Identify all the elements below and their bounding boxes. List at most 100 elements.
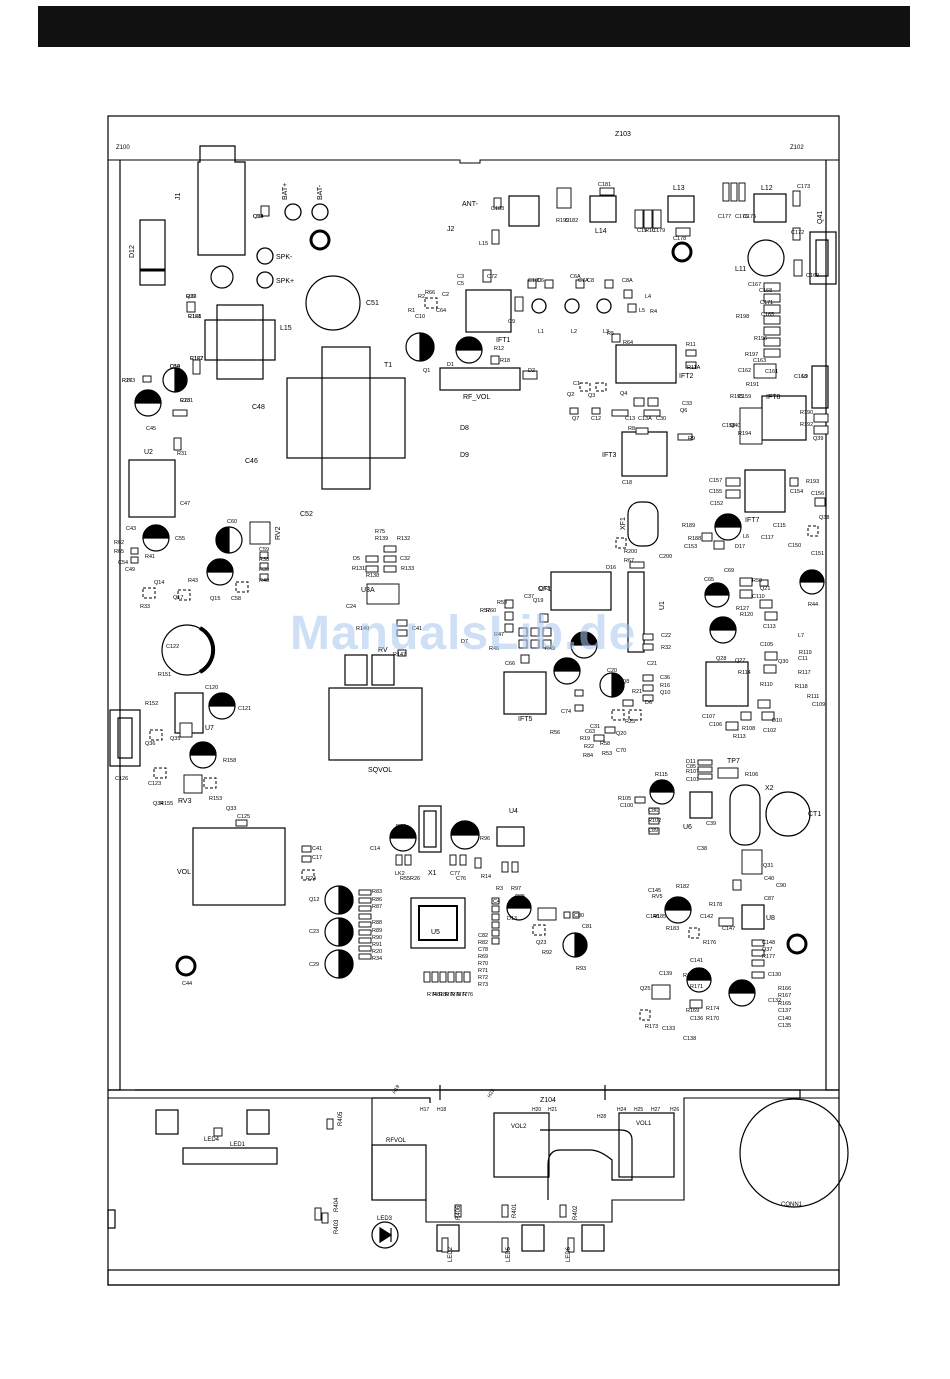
part-r195: R195 — [730, 394, 743, 400]
transistor-marks — [142, 297, 819, 1021]
part-c17: C17 — [312, 855, 322, 861]
part-r65: R65 — [114, 549, 124, 555]
part-c85: C85 — [686, 764, 696, 770]
pad-spk-plus: SPK+ — [276, 278, 294, 285]
part-c49: C49 — [125, 567, 135, 573]
part-c200: C200 — [659, 554, 672, 560]
label-ift1: IFT1 — [496, 337, 510, 344]
part-c160: C160 — [794, 374, 807, 380]
hole-h28: H28 — [597, 1114, 606, 1120]
part-r140: R140 — [356, 626, 369, 632]
part-c125: C125 — [237, 814, 250, 820]
part-c5: C5 — [457, 281, 464, 287]
part-c82: C82 — [478, 933, 488, 939]
part-r196: R196 — [754, 336, 767, 342]
part-c35: C35 — [515, 894, 525, 900]
part-q27: Q27 — [735, 658, 745, 664]
part-c74: C74 — [561, 709, 571, 715]
part-r170: R170 — [706, 1016, 719, 1022]
part-c7a: C7A — [578, 278, 589, 284]
part-c47: C47 — [180, 501, 190, 507]
part-c115: C115 — [773, 523, 786, 529]
part-c11: C11 — [798, 656, 808, 662]
part-c40: C40 — [764, 876, 774, 882]
part-c156: C156 — [811, 491, 824, 497]
part-c38: C38 — [697, 846, 707, 852]
part-r1: R1 — [408, 308, 415, 314]
part-l9: L9 — [802, 374, 808, 380]
front-label-led2: LED2 — [448, 1246, 454, 1262]
front-label-led4: LED4 — [204, 1137, 220, 1143]
label-d9: D9 — [460, 452, 469, 459]
label-j2: J2 — [447, 226, 455, 233]
part-c152: C152 — [710, 501, 723, 507]
part-r177: R177 — [762, 954, 775, 960]
hole-h21: H21 — [548, 1107, 557, 1113]
part-r117: R117 — [798, 670, 811, 676]
part-c105: C105 — [760, 642, 773, 648]
part-c150: C150 — [788, 543, 801, 549]
part-r32: R32 — [661, 645, 671, 651]
part-c19: C19 — [637, 228, 647, 234]
part-c148: C148 — [762, 940, 775, 946]
part-l5: L5 — [639, 308, 645, 314]
front-label-conn1: CONN1 — [781, 1202, 803, 1208]
label-l14: L14 — [595, 228, 607, 235]
label-rv: RV — [378, 647, 388, 654]
part-d7: D7 — [461, 639, 468, 645]
part-c72: C72 — [487, 274, 497, 280]
part-r90: R90 — [372, 935, 382, 941]
part-c30: C30 — [656, 416, 666, 422]
part-c87: C87 — [764, 896, 774, 902]
part-c159: C159 — [738, 394, 751, 400]
part-c64: C64 — [436, 308, 446, 314]
part-c162: C162 — [738, 368, 751, 374]
part-c123: C123 — [148, 781, 161, 787]
front-label-r403: R403 — [334, 1219, 340, 1234]
part-q35: Q35 — [170, 736, 180, 742]
label-tp7: TP7 — [727, 758, 740, 765]
hole-h25: H25 — [634, 1107, 643, 1113]
part-c43: C43 — [126, 526, 136, 532]
part-r199: R199 — [556, 218, 569, 224]
part-r167: R167 — [778, 993, 791, 999]
part-r147: R147 — [393, 652, 406, 658]
label-l11: L11 — [735, 266, 746, 273]
part-r29: R29 — [396, 824, 406, 830]
part-c157: C157 — [709, 478, 722, 484]
part-q14: Q14 — [154, 580, 164, 586]
part-r49: R49 — [545, 646, 555, 652]
part-c80: C80 — [574, 913, 584, 919]
label-c51: C51 — [366, 300, 379, 307]
part-c41: C41 — [312, 846, 322, 852]
label-ift5: IFT5 — [518, 716, 532, 723]
part-r4: R4 — [650, 309, 657, 315]
part-r59: R59 — [497, 600, 507, 606]
part-r79: R79 — [445, 992, 455, 998]
part-c178: C178 — [673, 236, 686, 242]
part-d16: D16 — [606, 565, 616, 571]
diode-symbol — [379, 1226, 393, 1244]
label-u7: U7 — [205, 725, 214, 732]
part-c59: C59 — [259, 547, 269, 553]
part-c4: C4 — [493, 899, 500, 905]
part-r82: R82 — [478, 940, 488, 946]
part-rv5: RV5 — [652, 894, 663, 900]
part-c171: C171 — [760, 300, 773, 306]
label-d12: D12 — [129, 245, 136, 258]
part-q15: Q15 — [210, 596, 220, 602]
part-c102: C102 — [763, 728, 776, 734]
part-lk2: LK2 — [395, 871, 405, 877]
label-ift2: IFT2 — [679, 373, 693, 380]
part-l4: L4 — [645, 294, 651, 300]
part-c70: C70 — [616, 748, 626, 754]
label-l13: L13 — [673, 185, 685, 192]
part-q36: Q36 — [145, 741, 155, 747]
label-j1: J1 — [175, 193, 182, 201]
part-r70: R70 — [478, 961, 488, 967]
part-q8: Q8 — [622, 679, 629, 685]
part-c132: C132 — [768, 998, 781, 1004]
part-c66: C66 — [505, 661, 515, 667]
front-label-led5: LED5 — [506, 1246, 512, 1262]
part-r12: R12 — [494, 346, 504, 352]
